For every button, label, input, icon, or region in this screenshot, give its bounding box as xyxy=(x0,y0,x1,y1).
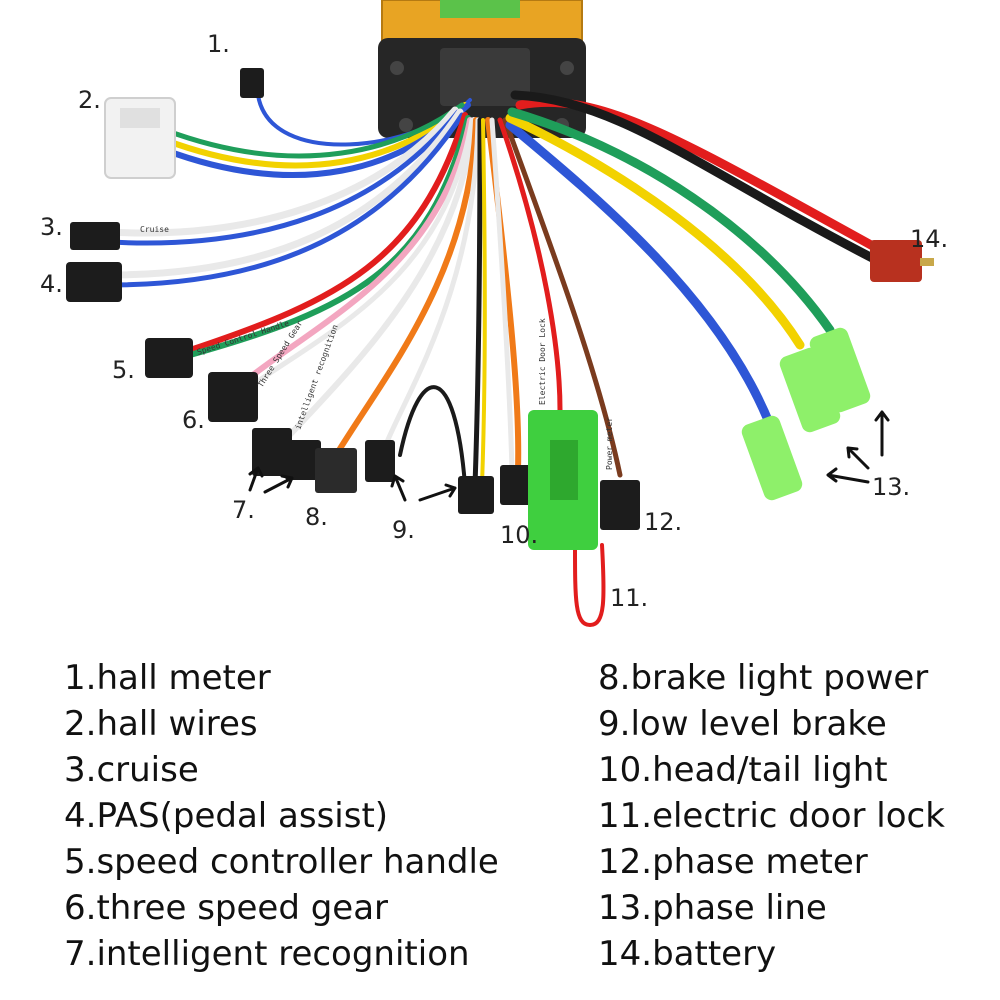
wire-phase-yellow xyxy=(505,113,805,350)
callout-5: 5. xyxy=(112,356,135,384)
callout-10: 10. xyxy=(500,521,538,549)
arrow-9b xyxy=(418,483,457,502)
wire-pas-blue xyxy=(107,112,465,288)
wire-brake-light-white xyxy=(377,117,481,463)
callout-6: 6. xyxy=(182,406,205,434)
label-cruise: Cruise xyxy=(140,225,169,234)
legend-item-1: 1.hall meter xyxy=(64,658,271,698)
arrow-8 xyxy=(263,474,294,494)
wire-battery-black xyxy=(510,90,885,267)
wire-speed-handle-green xyxy=(187,115,471,358)
wire-phase-green xyxy=(507,107,835,335)
connector-battery xyxy=(870,240,934,282)
wire-cruise xyxy=(106,106,459,237)
connector-phase-meter xyxy=(600,480,640,530)
wire-low-brake xyxy=(472,117,483,488)
wire-hall-wires-green xyxy=(162,102,465,159)
wire-three-speed xyxy=(237,117,473,388)
arrow-13a xyxy=(826,467,870,484)
arrow-7 xyxy=(248,466,264,492)
legend-item-7: 7.intelligent recognition xyxy=(64,934,470,974)
wire-speed-handle-red xyxy=(187,112,468,353)
connector-brake-light xyxy=(315,440,395,493)
wire-door-lock xyxy=(497,117,563,413)
callout-2: 2. xyxy=(78,86,101,114)
legend-item-2: 2.hall wires xyxy=(64,704,258,744)
legend-item-14: 14.battery xyxy=(598,934,777,974)
legend-item-4: 4.PAS(pedal assist) xyxy=(64,796,389,836)
connector-phase-line xyxy=(741,327,871,501)
legend-item-3: 3.cruise xyxy=(64,750,199,790)
callout-9: 9. xyxy=(392,516,415,544)
legend-item-12: 12.phase meter xyxy=(598,842,868,882)
arrow-13b xyxy=(846,446,870,470)
legend-item-11: 11.electric door lock xyxy=(598,796,945,836)
callout-8: 8. xyxy=(305,503,328,531)
controller-housing xyxy=(378,0,586,138)
callout-13: 13. xyxy=(872,473,910,501)
wire-low-brake-yellow xyxy=(480,118,487,487)
wire-head-tail-white xyxy=(489,117,515,473)
wire-phase-blue xyxy=(505,120,775,430)
wire-phase-meter xyxy=(502,117,623,478)
wire-low-brake-loop xyxy=(398,385,467,487)
connector-intelligent xyxy=(252,428,321,480)
connector-three-speed xyxy=(208,372,258,422)
legend-item-5: 5.speed controller handle xyxy=(64,842,499,882)
legend-item-8: 8.brake light power xyxy=(598,658,929,698)
callout-4: 4. xyxy=(40,270,63,298)
callout-12: 12. xyxy=(644,508,682,536)
wire-brake-light-power xyxy=(327,117,479,468)
label-electric-door-lock: Electric Door Lock xyxy=(538,318,547,405)
controller-wiring-diagram: Speed Control Handle Three Speed Gear in… xyxy=(40,0,948,628)
legend-item-10: 10.head/tail light xyxy=(598,750,888,790)
wire-door-lock-loop xyxy=(573,543,606,628)
wire-pas xyxy=(106,108,464,279)
connector-hall-meter xyxy=(240,68,264,98)
legend-right-column: 8.brake light power 9.low level brake 10… xyxy=(598,655,945,977)
callout-arrows xyxy=(248,410,890,502)
callout-3: 3. xyxy=(40,213,63,241)
wire-cruise-blue xyxy=(107,109,461,246)
connector-pas xyxy=(66,262,122,302)
wire-bundle xyxy=(106,90,885,628)
connector-hall-wires xyxy=(104,97,176,179)
callout-1: 1. xyxy=(207,30,230,58)
callout-7: 7. xyxy=(232,496,255,524)
legend-item-13: 13.phase line xyxy=(598,888,827,928)
legend-left-column: 1.hall meter 2.hall wires 3.cruise 4.PAS… xyxy=(64,655,499,977)
callout-14: 14. xyxy=(910,225,948,253)
legend-item-9: 9.low level brake xyxy=(598,704,887,744)
connector-door-lock xyxy=(528,410,598,550)
legend-item-6: 6.three speed gear xyxy=(64,888,389,928)
arrow-9a xyxy=(390,474,407,502)
wire-intelligent xyxy=(282,117,477,443)
callout-11: 11. xyxy=(610,584,648,612)
connector-head-tail xyxy=(500,465,534,505)
connector-low-brake xyxy=(458,476,494,514)
label-power-meter: Power meter xyxy=(605,417,614,470)
wire-three-speed-white xyxy=(242,117,475,393)
connector-cruise xyxy=(70,222,120,250)
arrow-13c xyxy=(874,410,890,457)
connector-speed-handle xyxy=(145,338,193,378)
